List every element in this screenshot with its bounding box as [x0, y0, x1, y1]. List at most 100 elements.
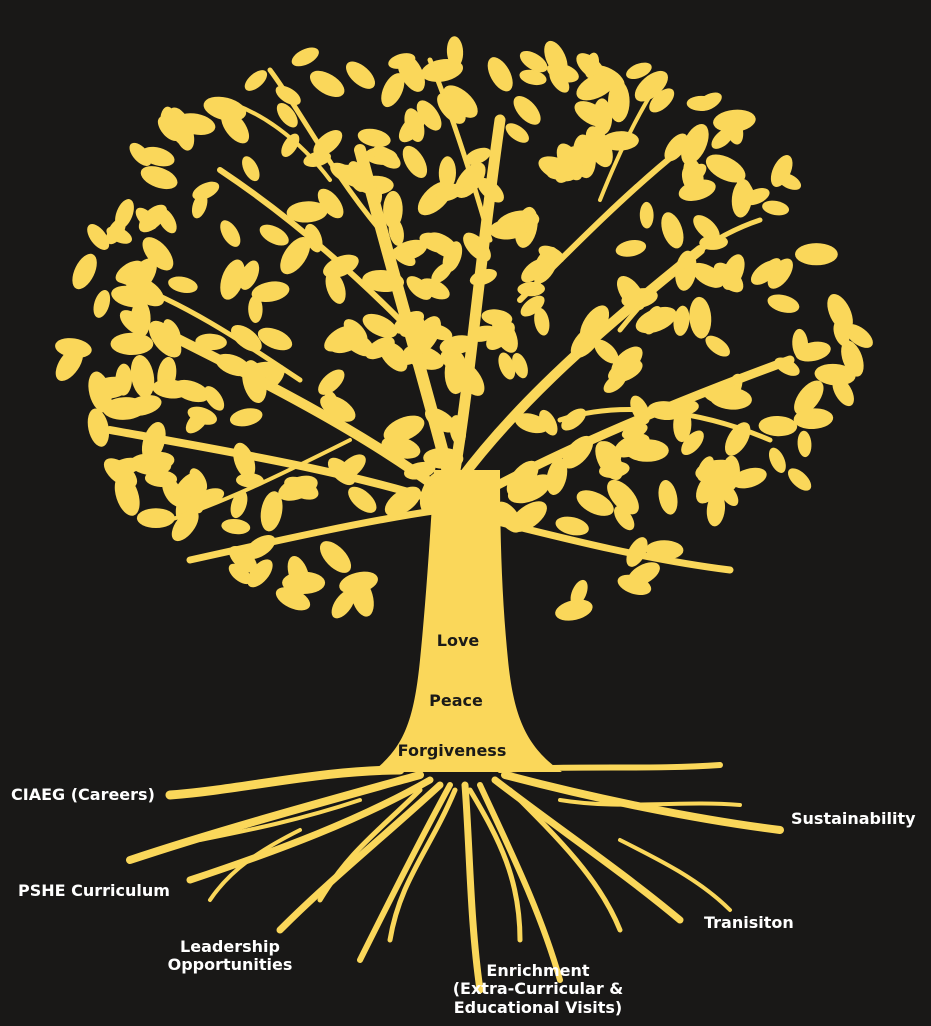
leaf [136, 508, 175, 528]
leaf [489, 218, 529, 240]
value-peace: Peace [429, 691, 483, 710]
root [558, 798, 742, 807]
leaf [419, 278, 450, 300]
branch [155, 325, 445, 495]
leaf [187, 406, 217, 425]
leaf [594, 339, 619, 364]
leaf [282, 571, 326, 594]
leaf [617, 574, 652, 596]
leaf [106, 218, 126, 245]
leaf [87, 224, 110, 250]
leaf [325, 271, 346, 304]
leaf [278, 475, 318, 501]
leaf [383, 190, 403, 229]
leaf [425, 324, 453, 341]
leaf [691, 262, 724, 288]
root [497, 762, 723, 773]
leaf [280, 236, 311, 275]
leaf [318, 369, 345, 395]
leaf [795, 341, 831, 362]
leaf [759, 258, 782, 282]
leaf [625, 439, 669, 462]
leaf [204, 386, 225, 411]
leaf [607, 479, 639, 515]
leaf [438, 156, 457, 190]
value-forgiveness: Forgiveness [397, 741, 507, 760]
root [165, 765, 405, 800]
leaf [770, 155, 793, 187]
leaf [481, 309, 513, 326]
leaf [635, 306, 677, 334]
leaf [827, 293, 853, 332]
root [208, 828, 302, 902]
leaf [171, 509, 199, 542]
leaf [709, 387, 752, 410]
leaf [130, 299, 151, 338]
root [186, 776, 434, 884]
root [198, 798, 362, 842]
leaf [110, 332, 154, 355]
root-label-enrichment: Enrichment (Extra-Curricular & Education… [453, 961, 624, 1017]
value-love: Love [436, 631, 480, 650]
leaf [138, 204, 167, 233]
leaf [661, 212, 684, 249]
root-label-careers: CIAEG (Careers) [11, 785, 155, 804]
leaf [787, 468, 812, 491]
leaf [486, 321, 515, 350]
branch [354, 144, 456, 486]
leaf [436, 183, 464, 202]
leaf [555, 599, 593, 621]
leaf [695, 92, 722, 112]
leaf [549, 68, 570, 93]
leaf [768, 447, 786, 473]
leaf [793, 408, 834, 430]
leaf [88, 371, 112, 413]
branch [449, 114, 506, 476]
leadership-line-2: Opportunities [167, 955, 293, 975]
leaf [762, 200, 790, 216]
enrichment-line-3: Educational Visits) [453, 997, 623, 1017]
leaf [362, 313, 398, 338]
leaf [229, 408, 263, 427]
leaf [239, 260, 260, 290]
leaf [743, 188, 770, 206]
leaf [607, 80, 630, 123]
branch [427, 57, 493, 243]
leaf [388, 53, 416, 69]
leaf [570, 579, 588, 606]
leaf [55, 338, 92, 358]
leaf [689, 296, 712, 339]
leaf [464, 147, 491, 165]
leaf [576, 72, 617, 101]
leaf [814, 363, 856, 386]
leaf [681, 166, 699, 194]
leaf [291, 47, 319, 67]
leaf [329, 329, 366, 354]
branches [106, 57, 795, 574]
branch [186, 506, 444, 564]
leaf [372, 146, 401, 169]
leaf [220, 220, 241, 247]
root [461, 781, 484, 994]
root [317, 787, 423, 903]
leaf [721, 254, 745, 290]
branch [617, 217, 763, 333]
root-label-sustainability: Sustainability [791, 809, 916, 828]
leaf [339, 571, 378, 594]
enrichment-line-1: Enrichment [486, 961, 590, 980]
leaf [260, 491, 283, 532]
leaf [244, 70, 268, 91]
leaf [144, 470, 178, 488]
leaf [574, 101, 610, 127]
leaf [795, 243, 838, 266]
leaf [72, 253, 97, 290]
leaf [556, 143, 584, 181]
leaf [221, 518, 251, 535]
leaf [231, 325, 262, 352]
branch [106, 426, 439, 504]
leaf [129, 142, 152, 166]
leaf [498, 352, 516, 380]
leaf [406, 276, 432, 300]
leaf [93, 289, 111, 318]
